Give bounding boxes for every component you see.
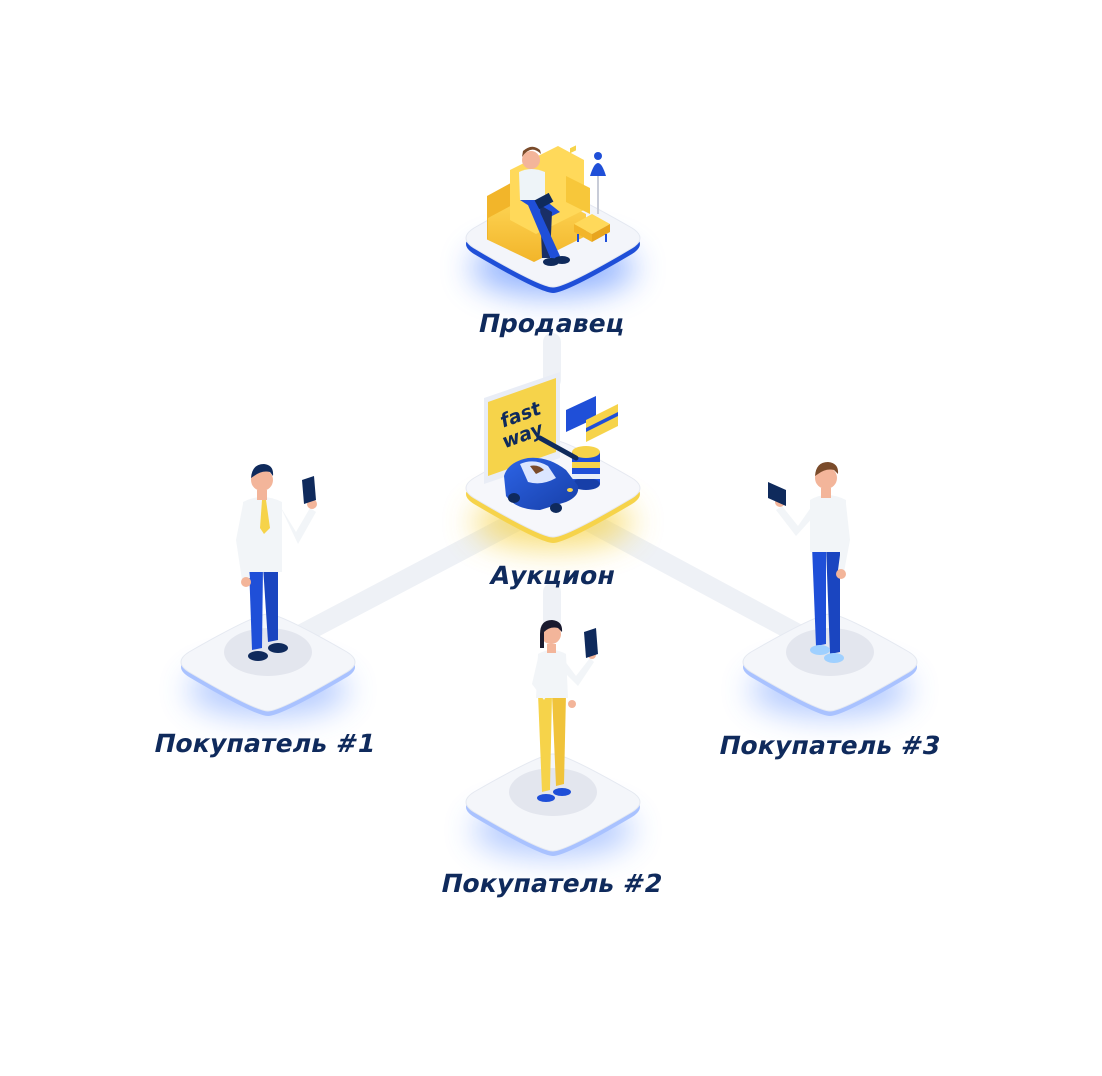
auction-car-gavel-illustration: fast way [484,145,618,513]
buyer-2-label: Покупатель #2 [438,869,666,898]
connector-auction-buyer-3 [580,512,810,645]
seller-node [465,146,641,296]
seller-label: Продавец [475,309,629,338]
buyer-3-node [742,462,918,716]
auction-label: Аукцион [487,561,619,590]
buyer-1-node [180,464,356,716]
seller-on-sofa-illustration [487,146,610,266]
buyer-man-tie-illustration [236,464,317,661]
buyer-1-label: Покупатель #1 [151,729,379,758]
auction-node: fast way [465,145,641,548]
credit-cards-icon [566,145,618,442]
car-icon [504,457,579,513]
buyer-man-casual-illustration [768,462,850,663]
buyer-1-platform [180,613,356,716]
buyer-2-platform [465,753,641,856]
connector-lines [290,333,810,645]
gavel-icon [537,435,600,490]
buyer-woman-illustration [532,620,598,802]
buyer-2-node [465,620,641,856]
connector-auction-buyer-1 [290,512,525,645]
buyer-3-label: Покупатель #3 [716,731,944,760]
